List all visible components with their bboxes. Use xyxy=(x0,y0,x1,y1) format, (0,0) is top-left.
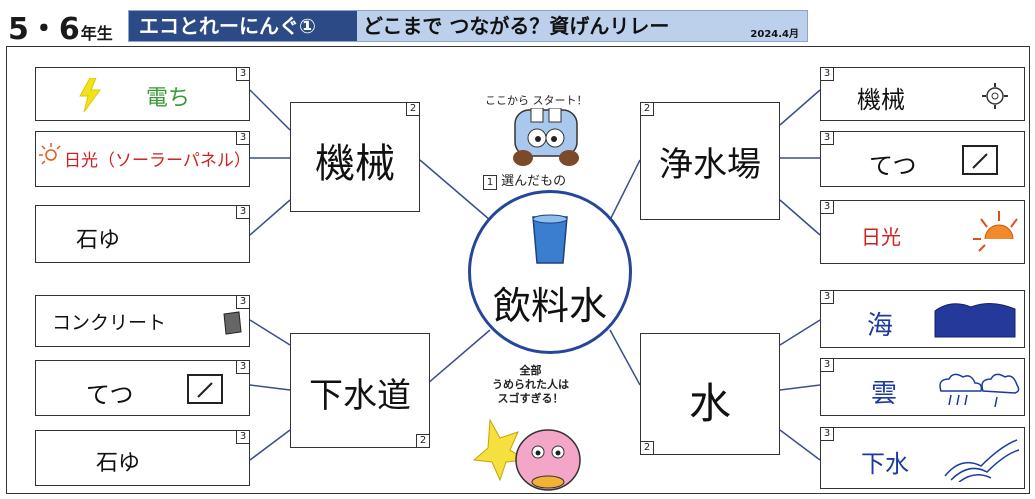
answer-text: てつ xyxy=(869,152,917,180)
level-badge: 3 xyxy=(236,360,250,374)
answer-box-right-top-1[interactable]: 3 機械 xyxy=(820,67,1025,121)
start-note: ここから スタート！ xyxy=(485,94,588,107)
node-label: 浄水場 xyxy=(659,145,761,185)
node-mizu[interactable]: 2 水 xyxy=(640,333,780,455)
level-badge: 3 xyxy=(820,131,834,145)
bonus-line-3: スゴすぎる！ xyxy=(497,392,564,405)
sewage-flow-icon xyxy=(944,439,1020,482)
answer-box-right-top-2[interactable]: 3 てつ xyxy=(820,131,1025,187)
answer-text: 雲 xyxy=(871,379,898,409)
answer-box-left-bottom-3[interactable]: 3 石ゆ xyxy=(35,430,250,486)
water-glass-icon xyxy=(532,214,568,264)
level-badge: 3 xyxy=(236,295,250,309)
node-label: 下水道 xyxy=(309,376,411,416)
worksheet-header: 5・6 年生 エコとれーにんぐ① どこまで つながる？資げんリレー 2024.4… xyxy=(0,0,1035,47)
answer-box-left-top-3[interactable]: 3 石ゆ xyxy=(35,205,250,263)
bonus-note: 全部 うめられた人は スゴすぎる！ xyxy=(492,364,569,406)
answer-box-left-bottom-1[interactable]: 3 コンクリート xyxy=(35,295,250,347)
node-gesuidou[interactable]: 2 下水道 xyxy=(290,333,430,448)
answer-text: 電ち xyxy=(146,86,191,111)
sea-icon xyxy=(934,303,1016,338)
answer-box-left-top-1[interactable]: 3 電ち xyxy=(35,67,250,121)
grade-label: 5・6 年生 xyxy=(8,4,113,47)
bonus-line-1: 全部 xyxy=(519,364,542,377)
node-label: 機械 xyxy=(315,141,395,187)
worksheet-subtitle: どこまで つながる？資げんリレー xyxy=(363,14,670,38)
gear-icon xyxy=(982,83,1008,109)
center-label: 飲料水 xyxy=(492,284,607,328)
sun-icon xyxy=(973,211,1018,252)
node-jousuijou[interactable]: 2 浄水場 xyxy=(640,102,780,220)
answer-box-left-bottom-2[interactable]: 3 てつ xyxy=(35,360,250,416)
level-badge: 2 xyxy=(640,102,654,116)
level-badge: 1 xyxy=(483,175,497,190)
level-badge: 2 xyxy=(640,441,654,455)
iron-block-icon xyxy=(962,145,998,175)
center-node-inryousui[interactable]: 飲料水 xyxy=(468,190,632,354)
answer-text: 石ゆ xyxy=(96,451,141,476)
worksheet-frame xyxy=(6,46,1030,494)
sun-icon xyxy=(39,143,61,165)
answer-text: コンクリート xyxy=(52,312,167,334)
grade-suffix: 年生 xyxy=(80,24,113,43)
title-band: エコとれーにんぐ① どこまで つながる？資げんリレー 2024.4月 xyxy=(128,10,808,42)
level-badge: 3 xyxy=(820,427,834,441)
level-badge: 3 xyxy=(820,358,834,372)
answer-box-right-bottom-3[interactable]: 3 下水 xyxy=(820,427,1025,489)
chosen-label: 1 選んだもの xyxy=(483,170,566,190)
series-title: エコとれーにんぐ① xyxy=(129,11,357,41)
mascot-character-icon xyxy=(472,418,581,491)
answer-text: 機械 xyxy=(857,86,905,114)
rain-cloud-icon xyxy=(939,373,1020,408)
lightning-icon xyxy=(79,78,101,112)
level-badge: 3 xyxy=(820,290,834,304)
answer-text: 海 xyxy=(867,311,894,341)
node-label: 水 xyxy=(688,379,731,428)
answer-box-right-bottom-2[interactable]: 3 雲 xyxy=(820,358,1025,416)
level-badge: 3 xyxy=(820,67,834,81)
chosen-text: 選んだもの xyxy=(501,174,567,189)
level-badge: 3 xyxy=(236,67,250,81)
answer-box-right-top-3[interactable]: 3 日光 xyxy=(820,200,1025,264)
iron-block-icon xyxy=(187,374,223,404)
answer-box-right-bottom-1[interactable]: 3 海 xyxy=(820,290,1025,348)
level-badge: 3 xyxy=(236,205,250,219)
level-badge: 3 xyxy=(236,430,250,444)
answer-text: 日光 xyxy=(861,225,901,249)
grade-number: 5・6 xyxy=(8,12,80,47)
answer-text: 石ゆ xyxy=(76,228,121,253)
owl-mascot-icon xyxy=(513,108,579,166)
node-kikai[interactable]: 2 機械 xyxy=(290,102,420,212)
answer-box-left-top-2[interactable]: 3 日光（ソーラーパネル） xyxy=(35,131,251,187)
concrete-icon xyxy=(223,311,242,335)
level-badge: 3 xyxy=(236,131,250,145)
issue-date: 2024.4月 xyxy=(750,29,799,40)
answer-text: てつ xyxy=(86,381,134,409)
level-badge: 2 xyxy=(416,434,430,448)
answer-text: 下水 xyxy=(861,450,909,478)
answer-text: 日光（ソーラーパネル） xyxy=(64,151,251,171)
level-badge: 3 xyxy=(820,200,834,214)
bonus-line-2: うめられた人は xyxy=(492,378,569,391)
level-badge: 2 xyxy=(406,102,420,116)
